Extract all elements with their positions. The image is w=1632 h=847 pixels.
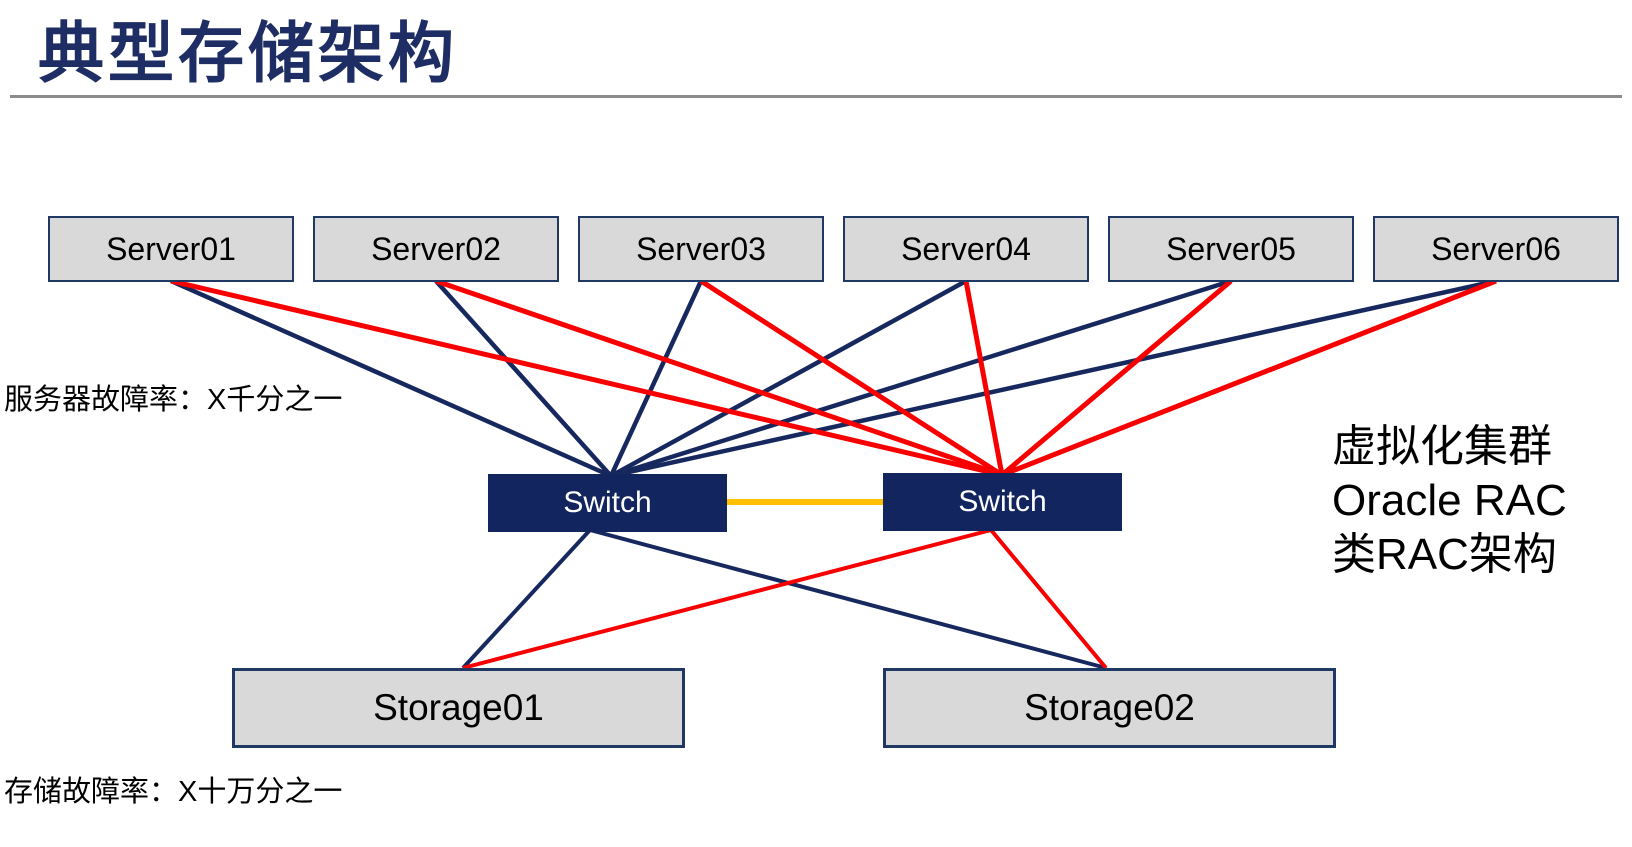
switch-2-label: Switch	[958, 485, 1047, 518]
server04-label: Server04	[901, 230, 1031, 267]
link-server01-switch-1	[170, 278, 612, 479]
link-server02-switch-1	[434, 279, 613, 478]
server03-label: Server03	[636, 230, 766, 267]
title-divider	[10, 95, 1622, 98]
link-server04-switch-1	[609, 279, 968, 478]
cluster-note: 虚拟化集群 Oracle RAC 类RAC架构	[1332, 420, 1567, 582]
link-server04-switch-2	[963, 280, 1005, 476]
server05-box: Server05	[1108, 216, 1354, 282]
link-server03-switch-2	[699, 278, 1004, 478]
link-server05-switch-2	[1000, 279, 1233, 477]
storage02-box: Storage02	[883, 668, 1336, 748]
server02-label: Server02	[371, 230, 501, 267]
link-server03-switch-1	[608, 280, 704, 477]
link-switch-2-storage01	[462, 528, 992, 670]
server06-label: Server06	[1431, 230, 1561, 267]
server01-label: Server01	[106, 230, 236, 267]
cluster-note-line-1: 虚拟化集群	[1332, 422, 1552, 471]
switch-2-box: Switch	[883, 473, 1122, 531]
link-switch-1-storage01	[461, 528, 592, 670]
link-server05-switch-1	[610, 278, 1232, 479]
link-server02-switch-2	[435, 278, 1003, 478]
switch-1-label: Switch	[563, 486, 652, 519]
switch-1-box: Switch	[488, 474, 727, 532]
link-server01-switch-2	[170, 278, 1003, 478]
server02-box: Server02	[313, 216, 559, 282]
storage-failure-rate-label: 存储故障率：X十万分之一	[4, 776, 343, 808]
server03-box: Server03	[578, 216, 824, 282]
link-switch-1-storage02	[589, 528, 1107, 670]
slide-title: 典型存储架构	[38, 16, 458, 90]
server06-box: Server06	[1373, 216, 1619, 282]
link-switch-2-storage02	[989, 528, 1108, 670]
cluster-note-line-2: Oracle RAC	[1332, 476, 1567, 525]
server01-box: Server01	[48, 216, 294, 282]
storage01-label: Storage01	[373, 687, 544, 728]
cluster-note-line-3: 类RAC架构	[1332, 530, 1557, 579]
storage02-label: Storage02	[1024, 687, 1195, 728]
server04-box: Server04	[843, 216, 1089, 282]
server-failure-rate-label: 服务器故障率：X千分之一	[4, 384, 343, 416]
storage01-box: Storage01	[232, 668, 685, 748]
server05-label: Server05	[1166, 230, 1296, 267]
